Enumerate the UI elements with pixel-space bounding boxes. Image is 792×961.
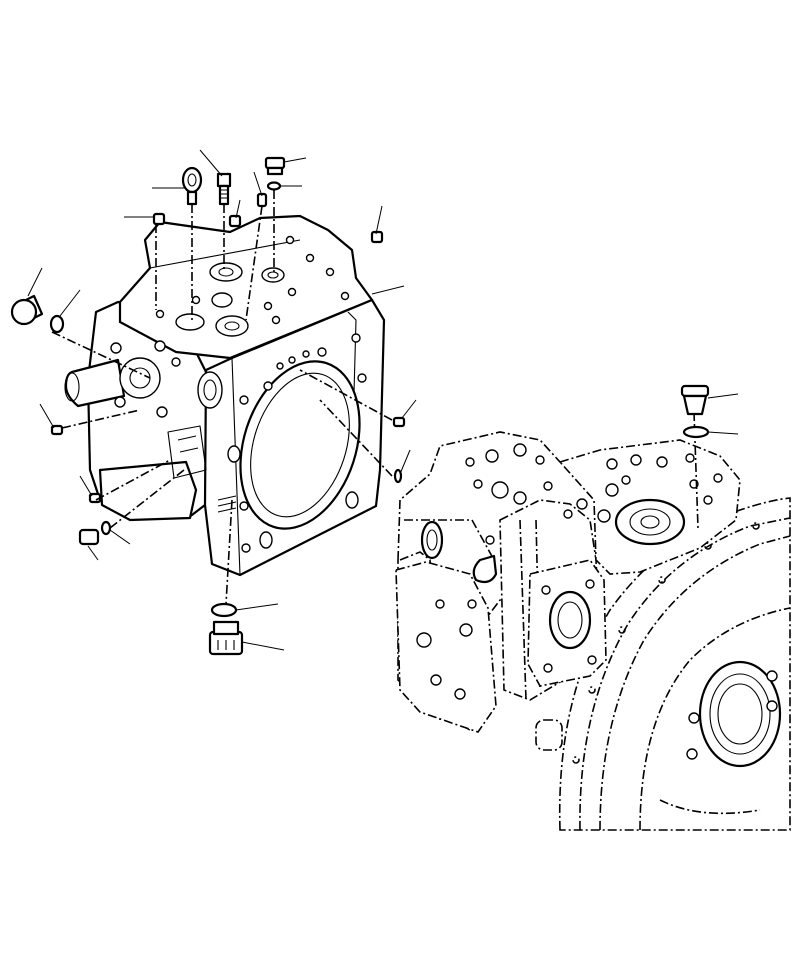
fitting-nipple [216,172,232,206]
bottom-plug [208,602,244,656]
assembled-pump [395,411,791,831]
leader-lines [27,149,739,651]
eye-bolt [181,166,203,206]
pump-case [64,214,386,577]
small-plugs-top [152,192,384,244]
center-lines [51,190,393,605]
small-fasteners-left [50,416,406,546]
plug-top-right [264,156,286,191]
left-plug [10,294,65,334]
plug-right [680,384,710,439]
